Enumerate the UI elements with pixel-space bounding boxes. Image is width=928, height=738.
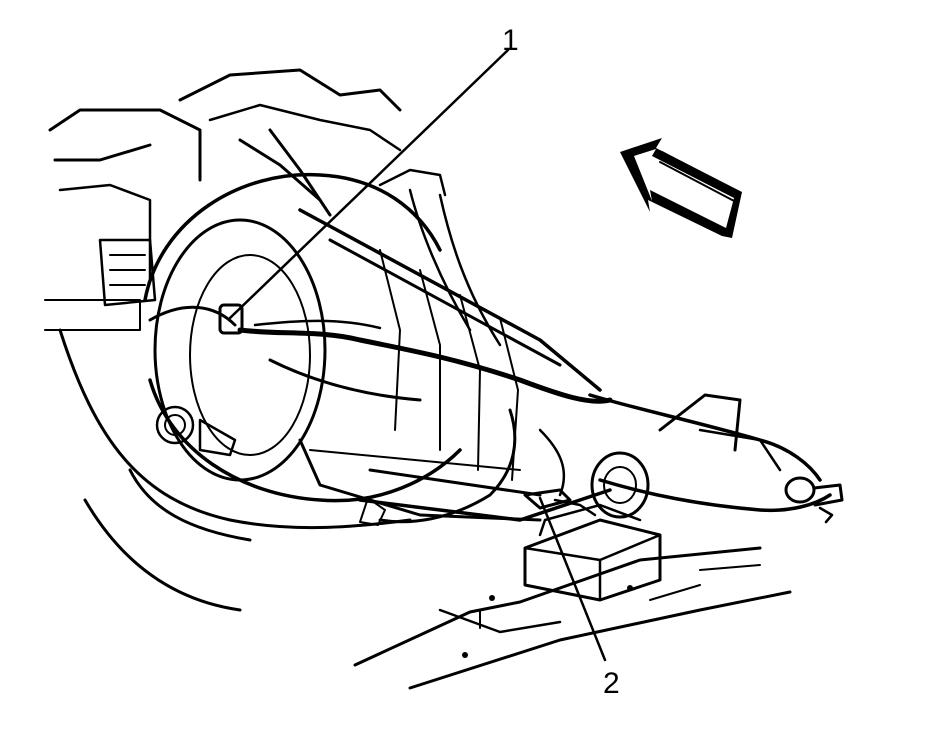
transmission-case	[143, 172, 844, 524]
callout-2: 2	[538, 496, 620, 700]
exhaust-pipe	[58, 328, 412, 612]
wiring-harness	[148, 303, 613, 526]
front-direction-arrow-icon	[620, 138, 742, 238]
shift-solenoid-connector	[523, 488, 597, 517]
callout-1: 1	[228, 24, 519, 320]
transmission-mount	[523, 503, 662, 602]
crossmember	[353, 546, 792, 690]
callout-label-2: 2	[603, 667, 620, 700]
engine-components	[44, 68, 502, 457]
callout-label-1: 1	[502, 24, 519, 57]
